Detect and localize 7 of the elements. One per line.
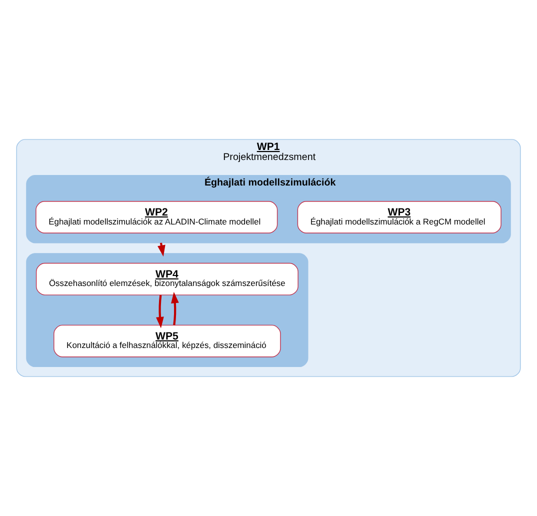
node-box: WP5 Konzultáció a felhasználókkal, képzés, disszemináció [54, 324, 281, 358]
arrow [156, 294, 164, 328]
node-box: WP2 Éghajlati modellszimulációk az ALADIN-Climate modellel [36, 201, 278, 234]
node-box: WP3 Éghajlati modellszimulációk a RegCM modellel [297, 201, 502, 234]
cluster [26, 253, 308, 368]
node-box: WP4 Összehasonlító elemzések, bizonytalanságok számszerűsítése [36, 262, 298, 296]
arrow [171, 292, 179, 326]
